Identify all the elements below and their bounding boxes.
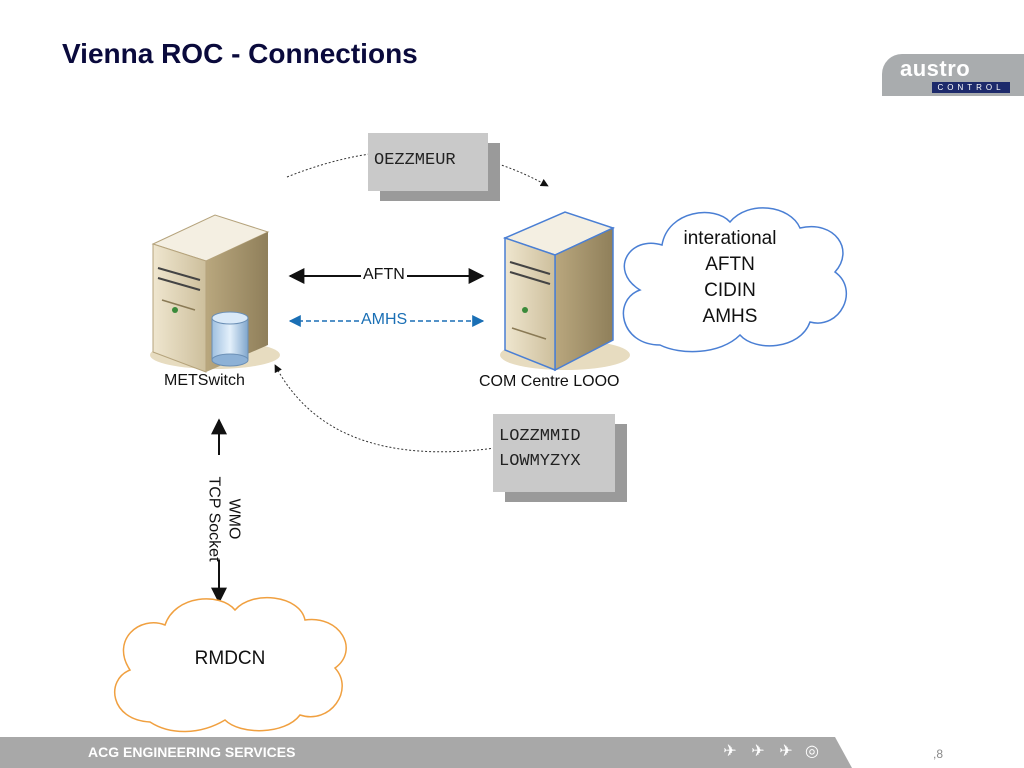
radar-icon: ◎	[805, 743, 819, 760]
com-centre-server-icon	[500, 211, 630, 372]
international-aftn-label: AFTN	[705, 254, 755, 275]
metswitch-server-icon	[150, 214, 280, 373]
wmo-label: WMO	[225, 498, 243, 540]
international-cloud-text: interational AFTN CIDIN AMHS	[660, 226, 800, 330]
wmo-tcp-label: WMO TCP Socket	[198, 457, 244, 582]
page-number: ,8	[933, 747, 944, 761]
lowmyzyx-text: LOWMYZYX	[499, 452, 581, 471]
lozzmmid-flow-arrow	[274, 364, 496, 453]
logo-word: austro	[900, 56, 971, 81]
aftn-label: AFTN	[361, 266, 407, 284]
plane-icon: ✈	[751, 743, 765, 760]
oezzmeur-text: OEZZMEUR	[374, 151, 456, 170]
metswitch-label: METSwitch	[164, 372, 245, 389]
footer-title: ACG ENGINEERING SERVICES	[88, 744, 296, 760]
rmdcn-label: RMDCN	[194, 648, 266, 669]
lozzmmid-box: LOZZMMID LOWMYZYX	[493, 414, 615, 492]
plane-takeoff-icon: ✈	[723, 743, 737, 760]
oezzmeur-box: OEZZMEUR	[368, 133, 488, 191]
plane-landing-icon: ✈	[779, 743, 793, 760]
international-cidin-label: CIDIN	[704, 280, 756, 301]
lozzmmid-text: LOZZMMID	[499, 427, 581, 446]
tcp-socket-label: TCP Socket	[205, 476, 223, 562]
logo-subtitle: CONTROL	[937, 83, 1005, 92]
austro-control-logo: austro CONTROL	[882, 54, 1024, 96]
slide-title: Vienna ROC - Connections	[62, 38, 418, 69]
com-centre-label: COM Centre LOOO	[479, 373, 620, 390]
logo-bar	[932, 82, 1010, 93]
international-label: interational	[683, 228, 777, 249]
rmdcn-network-cloud	[114, 597, 347, 733]
amhs-label: AMHS	[359, 311, 410, 329]
footer-bar	[0, 737, 852, 768]
international-amhs-label: AMHS	[702, 306, 758, 327]
international-network-cloud	[622, 207, 847, 353]
